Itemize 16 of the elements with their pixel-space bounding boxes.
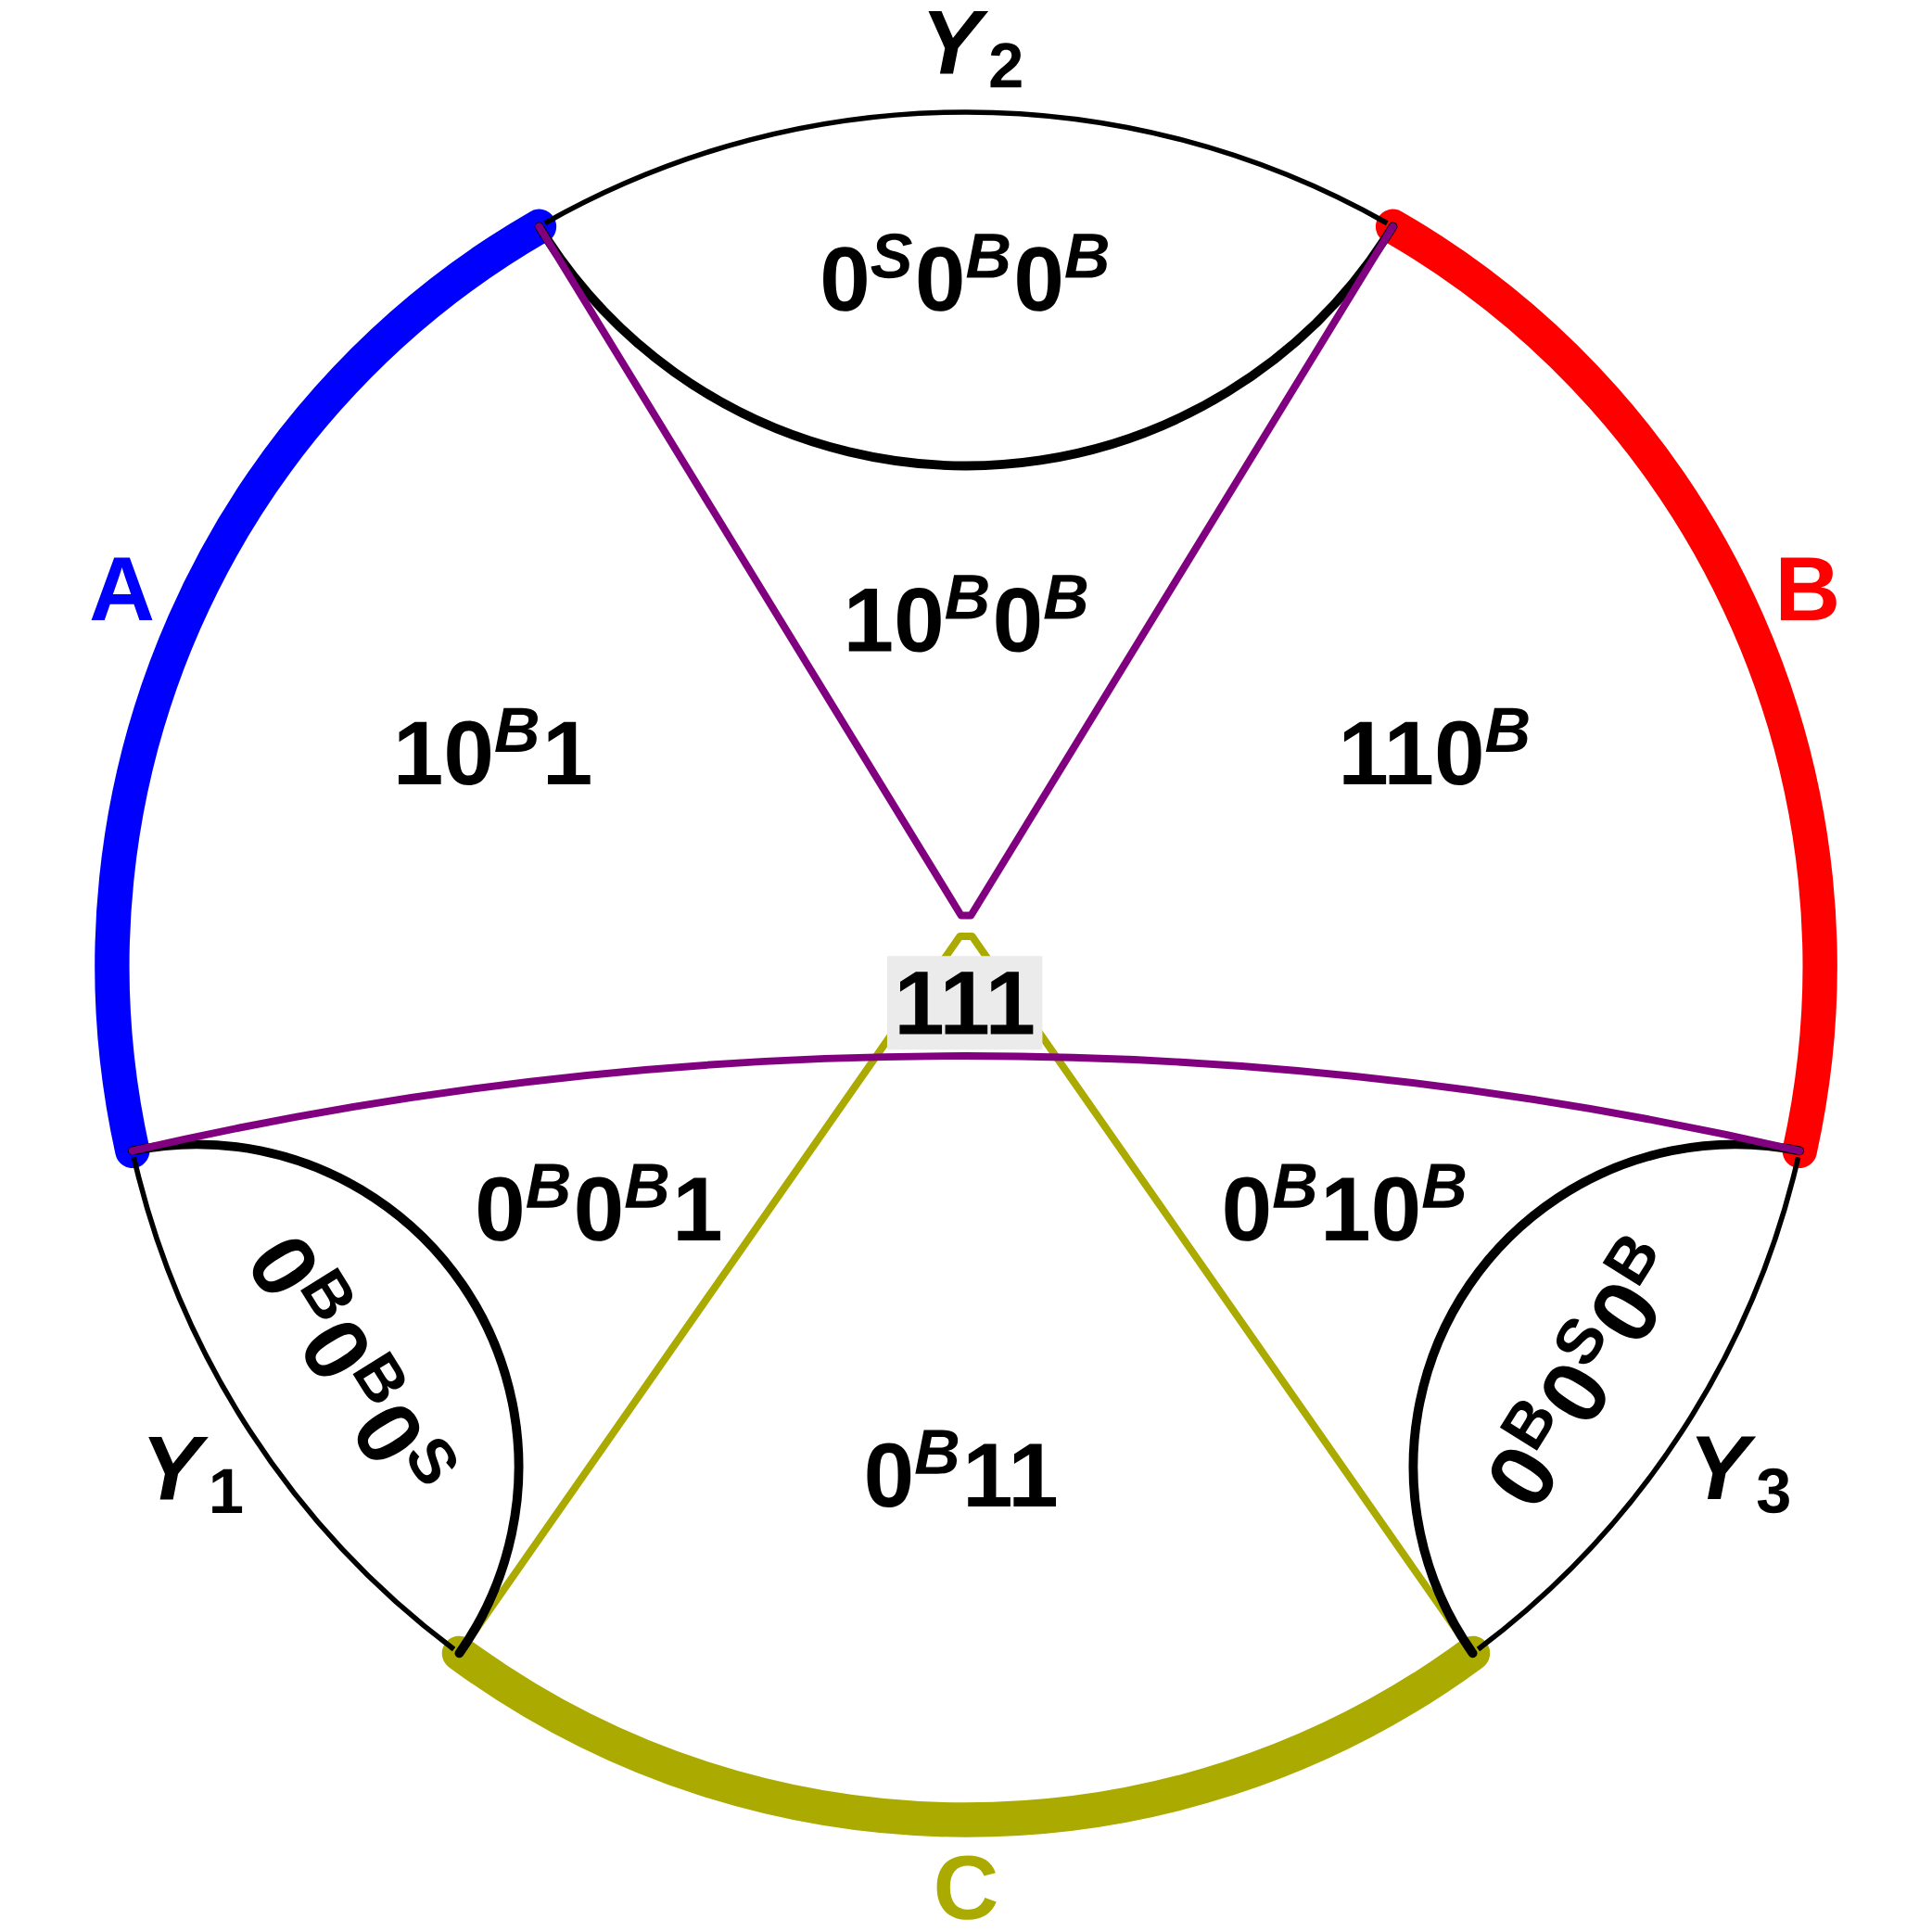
arc-label: Y$_{1}$ — [148, 1436, 243, 1513]
arc-label: Y$_{3}$ — [1696, 1436, 1789, 1514]
region-label: 0$^{B}$0$^{S}$0$^{B}$ — [1491, 1236, 1657, 1504]
arc-label: A — [91, 557, 153, 620]
region-label: 110$^{B}$ — [1343, 707, 1529, 786]
arc-label: B — [1780, 557, 1837, 620]
region-label: 0$^{S}$0$^{B}$0$^{B}$ — [823, 233, 1108, 311]
region-label: 0$^{B}$10$^{B}$ — [1225, 1163, 1466, 1241]
arc-label: C — [936, 1855, 997, 1920]
region-label: 0$^{B}$11 — [867, 1430, 1057, 1507]
region-label: 10$^{B}$0$^{B}$ — [848, 575, 1087, 653]
label-box: 111 — [886, 956, 1043, 1050]
region-label: 10$^{B}$1 — [399, 707, 591, 786]
region-label: 0$^{B}$0$^{B}$1 — [478, 1163, 720, 1241]
arc-label: Y$_{2}$ — [928, 11, 1022, 88]
region-label: 0$^{B}$0$^{B}$0$^{S}$ — [252, 1239, 457, 1484]
